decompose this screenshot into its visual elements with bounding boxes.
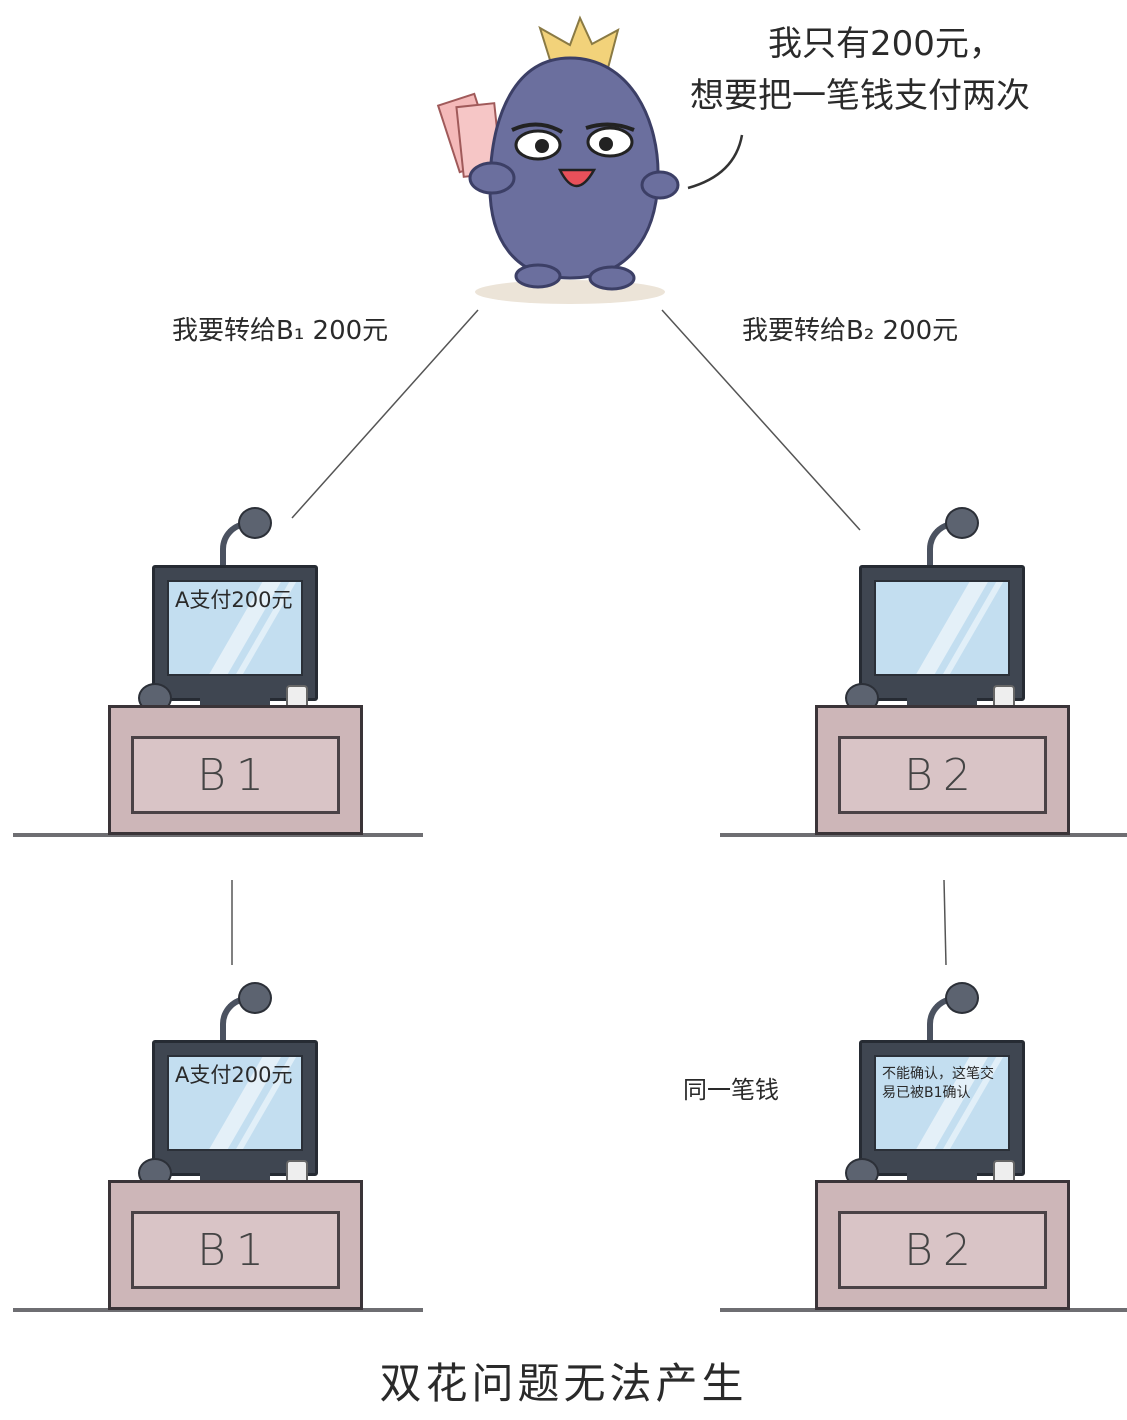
station-b2-bottom: 不能确认，这笔交易已被B1确认 B2: [720, 982, 1127, 1330]
monitor-screen: 不能确认，这笔交易已被B1确认: [874, 1055, 1010, 1151]
mic-stem: [927, 996, 957, 1042]
monitor-stand: [200, 695, 270, 705]
speech-line-1: 我只有200元，: [768, 24, 1003, 64]
mic-stem: [220, 996, 250, 1042]
microphone-icon: [238, 982, 272, 1014]
desk-label: B1: [197, 1224, 274, 1276]
blue-creature-illustration: [436, 15, 680, 304]
desk-panel: B2: [838, 736, 1047, 814]
desk-panel: B2: [838, 1211, 1047, 1289]
station-b1-top: A支付200元 B1: [13, 507, 423, 855]
speech-line-2: 想要把一笔钱支付两次: [690, 76, 1030, 116]
monitor: A支付200元: [152, 565, 318, 701]
mic-stem: [927, 521, 957, 567]
left-foot: [514, 263, 562, 289]
monitor: 不能确认，这笔交易已被B1确认: [859, 1040, 1025, 1176]
microphone-icon: [945, 982, 979, 1014]
line-b2-down: [943, 879, 947, 966]
line-to-b2: [661, 309, 861, 531]
monitor-screen: A支付200元: [167, 580, 303, 676]
right-arm: [640, 170, 680, 200]
creature-shadow: [475, 280, 665, 304]
mic-stem: [220, 521, 250, 567]
mouth: [557, 168, 597, 188]
desk: B2: [815, 705, 1070, 835]
microphone-icon: [238, 507, 272, 539]
shelf-line: [13, 833, 423, 837]
monitor-stand: [907, 1170, 977, 1180]
station-b2-top: B2: [720, 507, 1127, 855]
crown-icon: [538, 15, 620, 70]
left-route-label: 我要转给B₁ 200元: [172, 316, 389, 346]
screen-text: A支付200元: [175, 588, 293, 612]
speech-text: 我只有200元， 想要把一笔钱支付两次: [690, 18, 1110, 122]
speech-tail: [687, 134, 744, 190]
shelf-line: [13, 1308, 423, 1312]
line-to-b1: [291, 309, 479, 519]
shelf-line: [720, 1308, 1127, 1312]
right-foot: [588, 265, 636, 291]
station-b1-bottom: A支付200元 B1: [13, 982, 423, 1330]
desk-label: B2: [904, 749, 981, 801]
monitor-screen: A支付200元: [167, 1055, 303, 1151]
monitor: A支付200元: [152, 1040, 318, 1176]
desk-panel: B1: [131, 736, 340, 814]
monitor-stand: [200, 1170, 270, 1180]
monitor-stand: [907, 695, 977, 705]
right-route-label: 我要转给B₂ 200元: [742, 316, 959, 346]
monitor-screen: [874, 580, 1010, 676]
same-money-note: 同一笔钱: [683, 1076, 779, 1104]
screen-text: 不能确认，这笔交易已被B1确认: [882, 1066, 994, 1101]
desk-panel: B1: [131, 1211, 340, 1289]
monitor: [859, 565, 1025, 701]
desk: B2: [815, 1180, 1070, 1310]
desk: B1: [108, 705, 363, 835]
desk: B1: [108, 1180, 363, 1310]
screen-text: A支付200元: [175, 1063, 293, 1087]
microphone-icon: [945, 507, 979, 539]
desk-label: B2: [904, 1224, 981, 1276]
caption: 双花问题无法产生: [379, 1359, 748, 1408]
creature-body: [488, 56, 660, 280]
left-arm: [468, 161, 516, 195]
shelf-line: [720, 833, 1127, 837]
desk-label: B1: [197, 749, 274, 801]
